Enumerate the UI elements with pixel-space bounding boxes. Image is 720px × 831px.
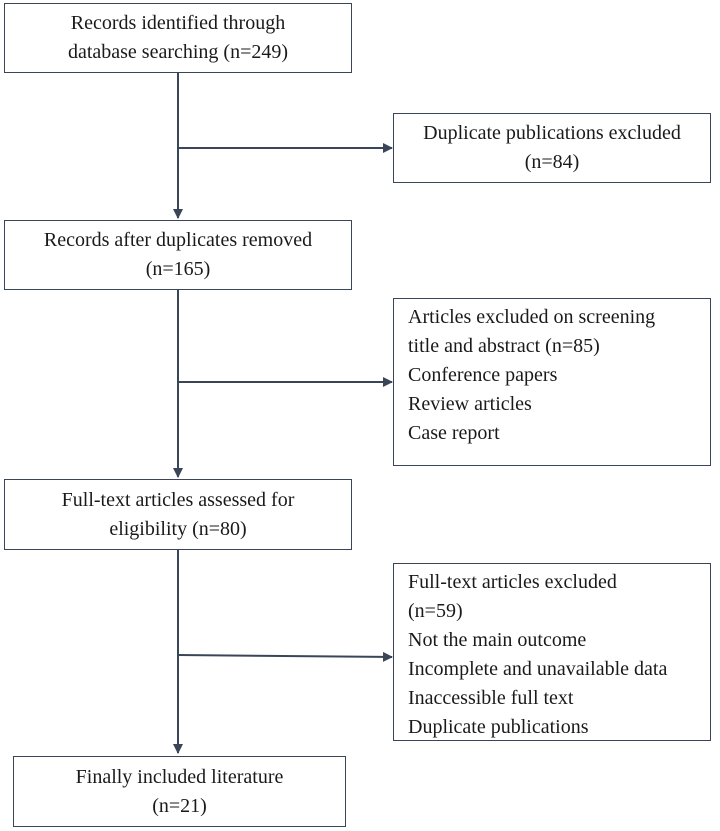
identified-line2: database searching (n=249) [67,41,289,63]
fulltext-excluded-line1: Full-text articles excluded [408,571,617,593]
after-duplicates-box: Records after duplicates removed (n=165) [4,220,352,290]
screen-excluded-box: Articles excluded on screening title and… [393,298,711,466]
fulltext-assessed-line2: eligibility (n=80) [109,517,247,540]
screen-reason: Case report [408,422,500,444]
fulltext-assessed-box: Full-text articles assessed for eligibil… [4,479,352,550]
fulltext-excluded-line2: (n=59) [408,600,463,622]
arrow-to-fulltext-excluded [177,651,393,662]
identified-box: Records identified through database sear… [4,3,352,73]
screen-reason: Conference papers [408,364,558,386]
fulltext-reason: Incomplete and unavailable data [408,658,668,680]
screen-excluded-line1: Articles excluded on screening [408,306,656,328]
included-box: Finally included literature (n=21) [13,756,346,827]
fulltext-reason: Not the main outcome [408,629,587,651]
fulltext-reason: Duplicate publications [408,716,589,738]
duplicates-excluded-line1: Duplicate publications excluded [423,122,681,144]
fulltext-assessed-line1: Full-text articles assessed for [61,488,295,511]
included-line1: Finally included literature [75,765,284,788]
included-line2: (n=21) [152,794,207,817]
identified-line1: Records identified through [70,12,286,34]
fulltext-reason: Inaccessible full text [408,687,574,709]
screen-excluded-line2: title and abstract (n=85) [408,335,600,357]
duplicates-excluded-box: Duplicate publications excluded (n=84) [393,113,711,183]
after-duplicates-line2: (n=165) [145,258,211,280]
fulltext-excluded-box: Full-text articles excluded (n=59) Not t… [393,563,711,741]
after-duplicates-line1: Records after duplicates removed [43,229,313,251]
duplicates-excluded-line2: (n=84) [524,151,580,173]
screen-reason: Review articles [408,393,532,415]
